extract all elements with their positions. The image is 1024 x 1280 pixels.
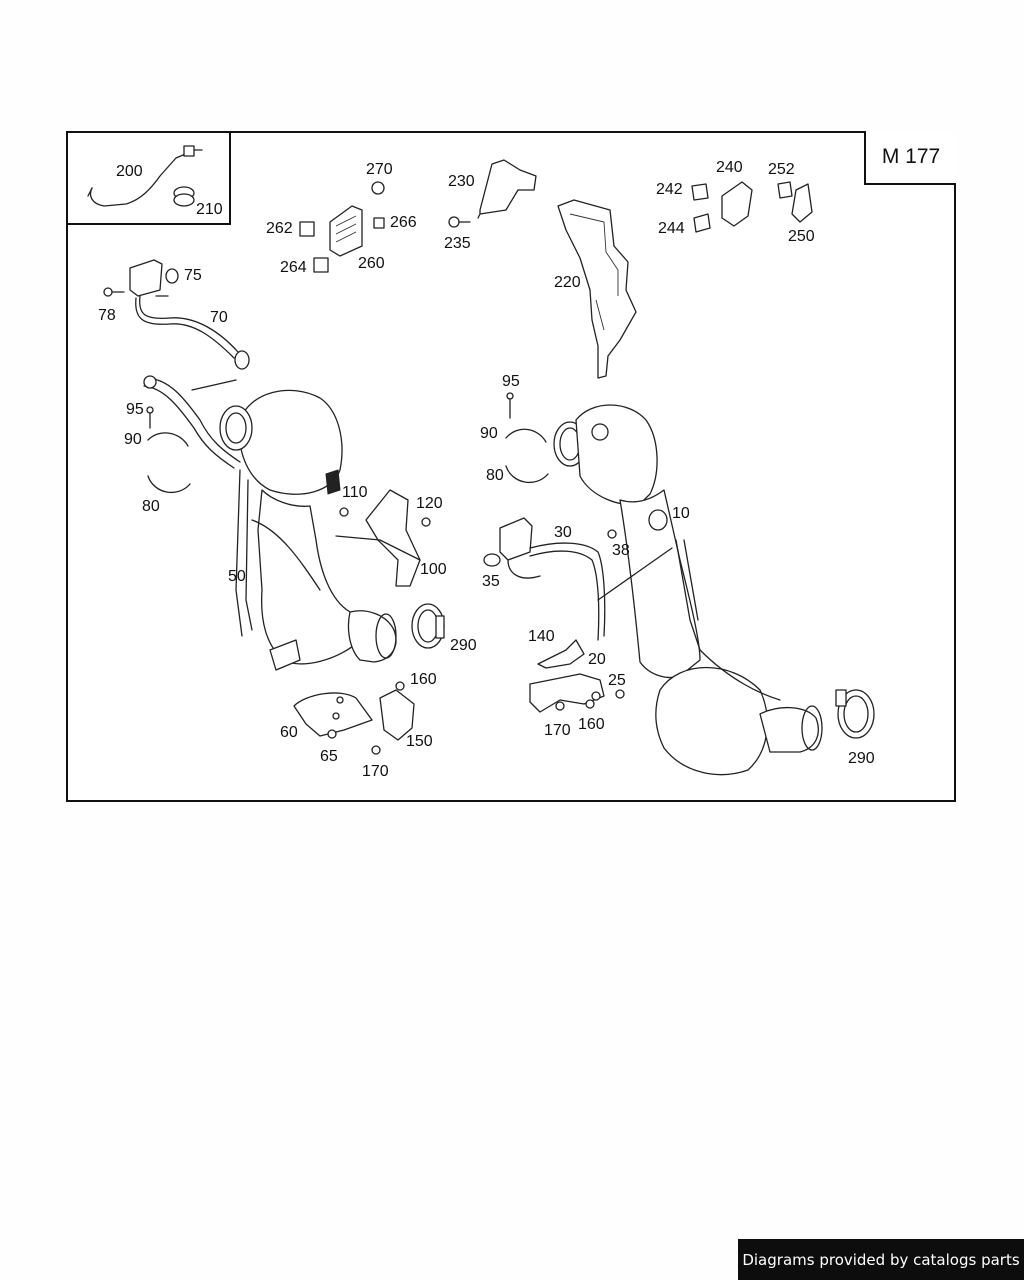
label-part-270: 270 [366, 161, 393, 178]
label-part-110: 110 [342, 484, 368, 501]
footer-credit-text: Diagrams provided by catalogs parts [742, 1250, 1020, 1269]
label-part-230: 230 [448, 173, 475, 190]
label-part-95-right: 95 [502, 373, 520, 390]
footer-credit-banner[interactable]: Diagrams provided by catalogs parts [738, 1239, 1024, 1280]
label-part-160-right: 160 [578, 716, 605, 733]
label-part-20: 20 [588, 651, 606, 668]
label-part-60: 60 [280, 724, 298, 741]
label-part-252: 252 [768, 161, 795, 178]
label-part-78: 78 [98, 307, 116, 324]
label-part-80-right: 80 [486, 467, 504, 484]
label-part-260: 260 [358, 255, 385, 272]
label-part-35: 35 [482, 573, 500, 590]
label-part-170-right: 170 [544, 722, 571, 739]
label-part-242: 242 [656, 181, 683, 198]
label-part-65: 65 [320, 748, 338, 765]
label-part-140: 140 [528, 628, 555, 645]
label-part-210: 210 [196, 201, 223, 218]
label-part-150: 150 [406, 733, 433, 750]
sensor-inset-box [66, 131, 231, 225]
diagram-code: M 177 [864, 131, 956, 185]
label-part-240: 240 [716, 159, 743, 176]
label-part-100: 100 [420, 561, 447, 578]
label-part-262: 262 [266, 220, 293, 237]
label-part-235: 235 [444, 235, 471, 252]
label-part-10: 10 [672, 505, 690, 522]
label-part-80-left: 80 [142, 498, 160, 515]
label-part-250: 250 [788, 228, 815, 245]
label-part-95-left: 95 [126, 401, 144, 418]
label-part-120: 120 [416, 495, 443, 512]
label-part-244: 244 [658, 220, 685, 237]
label-part-170-left: 170 [362, 763, 389, 780]
label-part-90-left: 90 [124, 431, 142, 448]
label-part-290-right: 290 [848, 750, 875, 767]
label-part-264: 264 [280, 259, 307, 276]
label-part-90-right: 90 [480, 425, 498, 442]
label-part-25: 25 [608, 672, 626, 689]
label-part-70: 70 [210, 309, 228, 326]
label-part-290-left: 290 [450, 637, 477, 654]
label-part-160-left: 160 [410, 671, 437, 688]
label-part-200: 200 [116, 163, 143, 180]
label-part-220: 220 [554, 274, 581, 291]
label-part-30: 30 [554, 524, 572, 541]
label-part-38: 38 [612, 542, 630, 559]
label-part-75: 75 [184, 267, 202, 284]
parts-diagram-frame [66, 131, 956, 802]
label-part-266: 266 [390, 214, 417, 231]
label-part-50: 50 [228, 568, 246, 585]
